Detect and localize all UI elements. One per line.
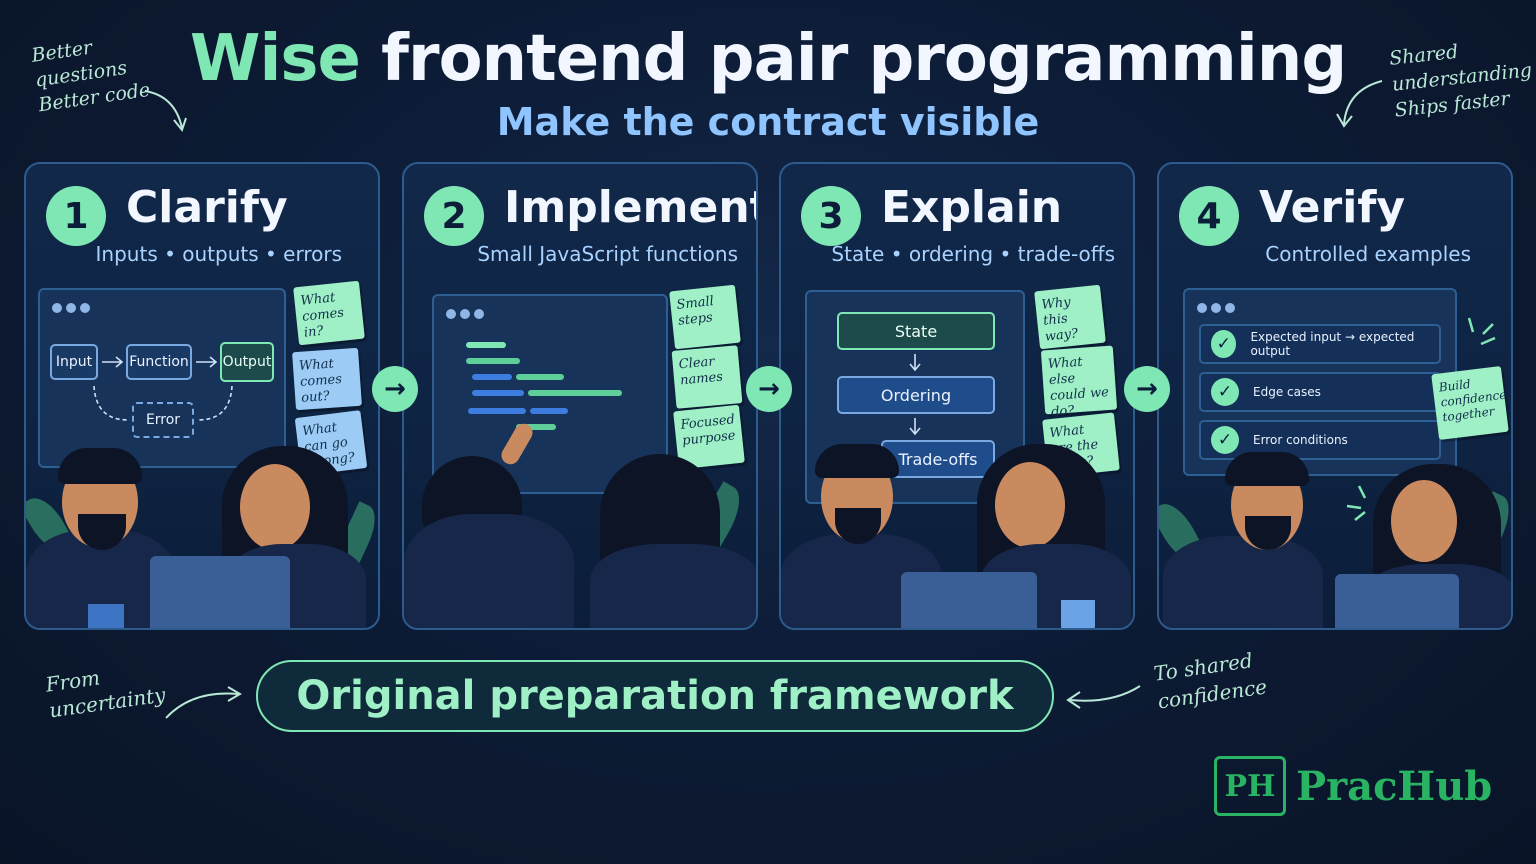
person-body [590, 544, 756, 628]
next-arrow-icon: → [1124, 366, 1170, 412]
person-head [995, 462, 1065, 548]
code-line [530, 408, 568, 414]
laptop [150, 556, 290, 628]
step-number: 2 [424, 186, 484, 246]
title-rest: frontend pair programming [381, 22, 1347, 96]
check-row: ✓ Error conditions [1199, 420, 1441, 460]
next-arrow-icon: → [372, 366, 418, 412]
sticky-note: What comes in? [293, 280, 365, 346]
window-dots [446, 304, 488, 323]
checklist-screen: ✓ Expected input → expected output ✓ Edg… [1183, 288, 1457, 476]
check-label: Edge cases [1253, 385, 1321, 399]
framework-banner: Original preparation framework [256, 660, 1054, 732]
person-beard [835, 508, 881, 544]
code-line [516, 374, 564, 380]
code-line [472, 390, 524, 396]
step-subtitle: Controlled examples [1265, 242, 1471, 266]
check-label: Error conditions [1253, 433, 1348, 447]
step-title: Explain [881, 182, 1063, 233]
function-box: Function [126, 344, 192, 380]
output-box: Output [220, 342, 274, 382]
person-hair [58, 448, 142, 484]
curved-arrow-icon [1066, 685, 1141, 709]
brand-name: PracHub [1296, 762, 1493, 810]
sticky-note: What else could we do? [1040, 345, 1118, 420]
check-icon: ✓ [1211, 426, 1239, 454]
check-icon: ✓ [1211, 330, 1237, 358]
window-dots [1197, 298, 1239, 317]
person-head [240, 464, 310, 550]
step-panel-verify: 4 Verify Controlled examples ✓ Expected … [1157, 162, 1513, 630]
sticky-note: Clear names [671, 345, 743, 409]
curved-arrow-icon [165, 686, 242, 719]
check-label: Expected input → expected output [1250, 330, 1415, 358]
sticky-note: Build confidence together [1431, 365, 1509, 441]
coffee-mug [1061, 600, 1095, 628]
laptop [1335, 574, 1459, 628]
sticky-note: Small steps [669, 284, 741, 350]
flow-state-box: State [837, 312, 995, 350]
sticky-note: Why this way? [1034, 284, 1106, 350]
code-line [466, 342, 506, 348]
page-subtitle: Make the contract visible [496, 100, 1040, 144]
curved-arrow-icon [144, 90, 187, 133]
step-number: 4 [1179, 186, 1239, 246]
check-row: ✓ Edge cases [1199, 372, 1441, 412]
error-box: Error [132, 402, 194, 438]
step-title: Implement [504, 182, 758, 233]
code-line [468, 408, 526, 414]
note-top-right: Shared understanding Ships faster [1388, 31, 1536, 123]
step-subtitle: Inputs • outputs • errors [95, 242, 342, 266]
code-line [466, 358, 520, 364]
flow-ordering-box: Ordering [837, 376, 995, 414]
title-accent: Wise [189, 22, 361, 96]
code-line [472, 374, 512, 380]
note-bottom-right: To shared confidence [1152, 645, 1269, 716]
person-head [1391, 480, 1457, 562]
coffee-mug [88, 604, 124, 628]
step-subtitle: State • ordering • trade-offs [831, 242, 1115, 266]
page-title: Wise frontend pair programming [0, 22, 1536, 96]
diagram-connectors [93, 356, 233, 421]
book-logo-icon: PH [1214, 756, 1286, 816]
laptop [901, 572, 1037, 628]
sparkle-icon [1346, 485, 1367, 521]
check-row: ✓ Expected input → expected output [1199, 324, 1441, 364]
step-panel-explain: 3 Explain State • ordering • trade-offs … [779, 162, 1135, 630]
window-dots [52, 298, 94, 317]
check-icon: ✓ [1211, 378, 1239, 406]
person-body [1163, 536, 1323, 628]
person-hair [1225, 452, 1309, 486]
next-arrow-icon: → [746, 366, 792, 412]
step-subtitle: Small JavaScript functions [477, 242, 738, 266]
step-panel-clarify: 1 Clarify Inputs • outputs • errors Inpu… [24, 162, 380, 630]
input-box: Input [50, 344, 98, 380]
person-hair [815, 444, 899, 478]
step-panel-implement: 2 Implement Small JavaScript functions S… [402, 162, 758, 630]
step-title: Verify [1259, 182, 1406, 233]
sparkle-icon [1467, 317, 1496, 346]
flow-tradeoffs-box: Trade-offs [881, 440, 995, 478]
person-body [404, 514, 574, 628]
brand-logo: PH PracHub [1214, 756, 1492, 816]
note-top-left: Better questions Better code [30, 28, 152, 118]
code-line [528, 390, 622, 396]
note-bottom-left: From uncertainty [44, 656, 167, 724]
step-number: 3 [801, 186, 861, 246]
sticky-note: What comes out? [292, 347, 362, 411]
code-line [516, 424, 556, 430]
step-number: 1 [46, 186, 106, 246]
step-title: Clarify [126, 182, 288, 233]
curved-arrow-icon [1336, 80, 1383, 128]
flow-connectors [909, 354, 921, 436]
